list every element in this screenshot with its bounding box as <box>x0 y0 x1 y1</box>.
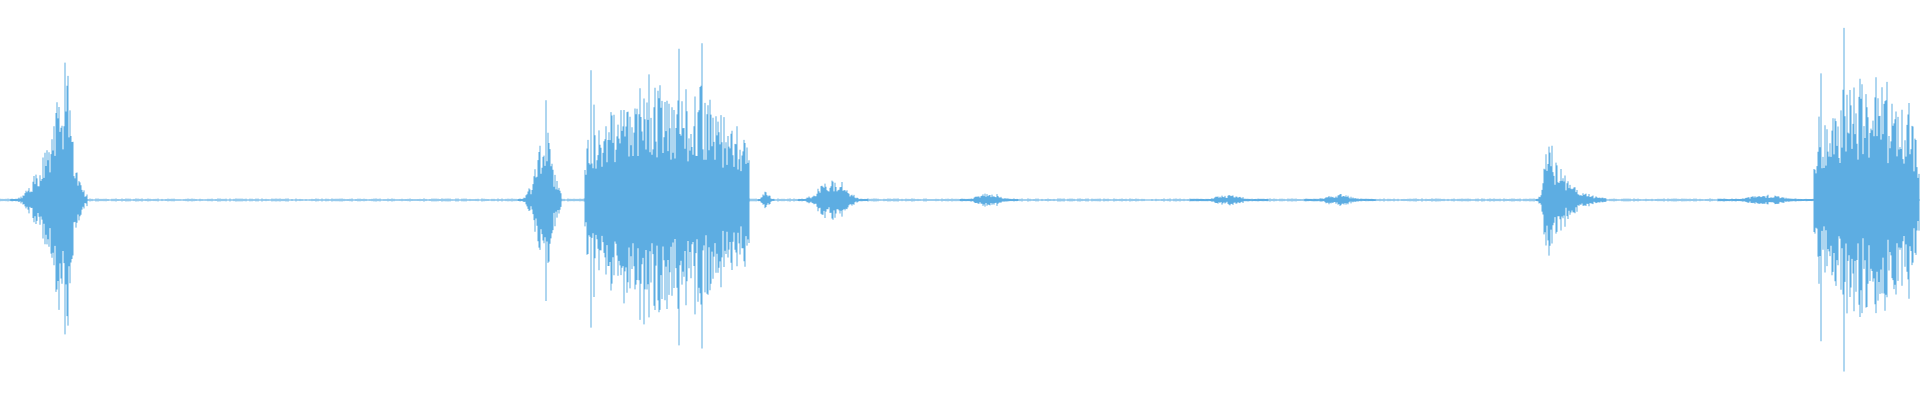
waveform-burst-trace <box>757 191 775 209</box>
waveform-burst-trace <box>1535 145 1607 256</box>
waveform-burst-trace <box>959 193 1019 207</box>
waveform-burst <box>1189 195 1269 206</box>
waveform-burst <box>584 43 750 349</box>
waveform-burst-trace <box>10 62 88 335</box>
waveform-burst-trace <box>1189 195 1269 206</box>
waveform-burst-trace <box>1717 194 1816 205</box>
waveform-burst <box>959 193 1019 207</box>
waveform-burst <box>797 180 869 220</box>
waveform-burst-trace <box>1304 194 1376 206</box>
waveform-burst <box>10 62 88 335</box>
waveform-burst-trace <box>584 43 750 349</box>
waveform-burst <box>1717 194 1816 205</box>
waveform-burst-trace <box>797 180 869 220</box>
waveform-burst <box>1304 194 1376 206</box>
waveform-burst <box>1813 27 1920 372</box>
waveform-burst <box>1535 145 1607 256</box>
waveform-bursts <box>0 27 1920 372</box>
waveform-burst-trace <box>517 100 562 301</box>
waveform-burst <box>757 191 775 209</box>
waveform-burst-trace <box>1813 27 1920 372</box>
waveform-burst <box>517 100 562 301</box>
